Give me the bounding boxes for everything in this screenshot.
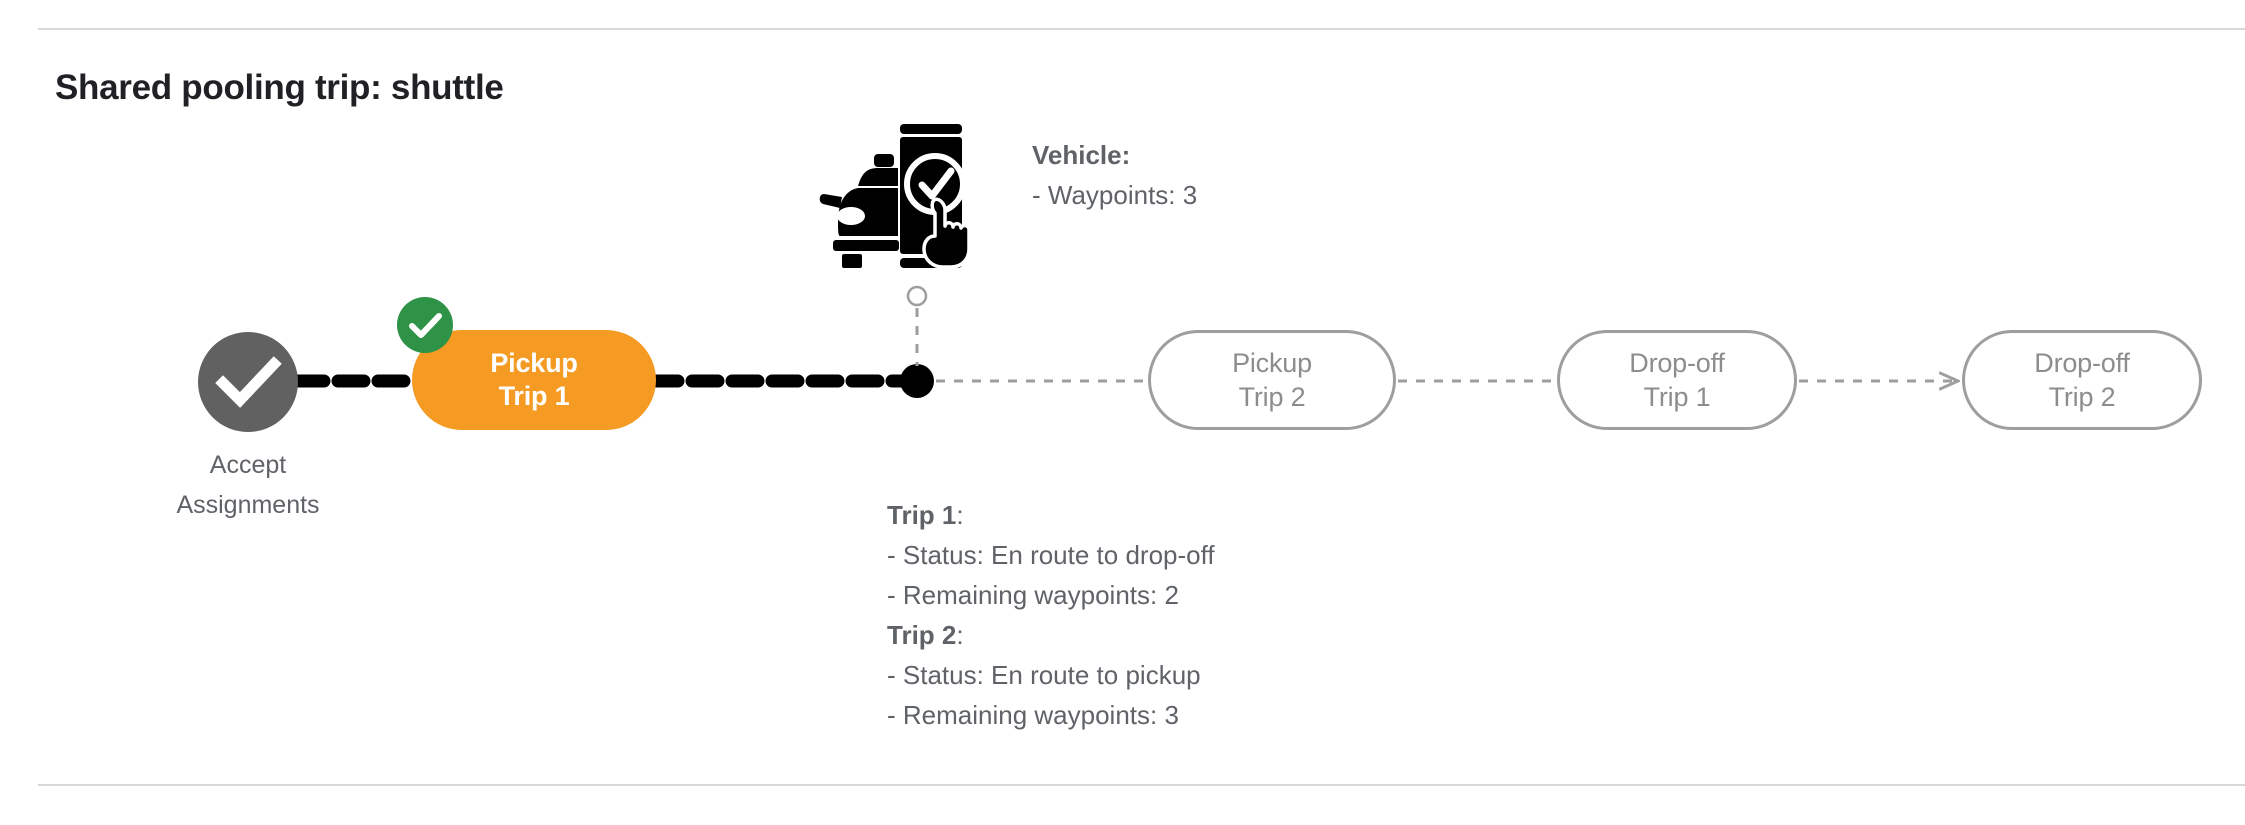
car-phone-check-icon xyxy=(819,124,970,269)
vehicle-position-dot xyxy=(900,364,934,398)
node-dropoff-trip-2-line2: Trip 2 xyxy=(2048,382,2116,412)
trip-2-waypoints-line: - Remaining waypoints: 3 xyxy=(887,700,1179,730)
divider-top xyxy=(38,28,2245,30)
trip-2-heading-colon: : xyxy=(956,620,964,650)
trip-1-status-line: - Status: En route to drop-off xyxy=(887,540,1215,570)
active-node-line1: Pickup xyxy=(490,348,578,378)
vehicle-info-heading-colon: : xyxy=(1121,140,1131,170)
node-accept-assignments[interactable] xyxy=(198,332,298,432)
node-dropoff-trip-1[interactable]: Drop-off Trip 1 xyxy=(1557,330,1797,430)
divider-bottom xyxy=(38,784,2245,786)
node-pickup-trip-1-active[interactable]: Pickup Trip 1 xyxy=(412,330,656,430)
node-dropoff-trip-2-line1: Drop-off xyxy=(2034,348,2130,378)
node-dropoff-trip-2[interactable]: Drop-off Trip 2 xyxy=(1962,330,2202,430)
accept-label-line1: Accept xyxy=(209,451,287,479)
node-dropoff-trip-1-line2: Trip 1 xyxy=(1643,382,1711,412)
check-badge-icon xyxy=(397,297,453,353)
page-title: Shared pooling trip: shuttle xyxy=(55,68,504,107)
vehicle-info-heading: Vehicle xyxy=(1032,140,1122,170)
trip-1-heading-row: Trip 1: xyxy=(887,495,1215,535)
trip-info-block: Trip 1: - Status: En route to drop-off -… xyxy=(887,495,1215,735)
trip-2-heading: Trip 2 xyxy=(887,620,957,650)
node-dropoff-trip-1-line1: Drop-off xyxy=(1629,348,1725,378)
trip-1-waypoints-line: - Remaining waypoints: 2 xyxy=(887,580,1179,610)
check-circle-filled-icon xyxy=(215,356,282,408)
accept-label-line2: Assignments xyxy=(176,491,320,519)
node-pickup-trip-2[interactable]: Pickup Trip 2 xyxy=(1148,330,1396,430)
vehicle-waypoints-line: - Waypoints: 3 xyxy=(1032,180,1198,210)
vehicle-info-heading-row: Vehicle: xyxy=(1032,135,1197,175)
vehicle-info-block: Vehicle: - Waypoints: 3 xyxy=(1032,135,1197,215)
vehicle-anchor-circle xyxy=(906,285,928,307)
trip-1-heading: Trip 1 xyxy=(887,500,957,530)
node-accept-assignments-label: Accept Assignments xyxy=(148,445,348,525)
trip-1-heading-colon: : xyxy=(956,500,964,530)
active-node-line2: Trip 1 xyxy=(498,381,570,411)
trip-2-status-line: - Status: En route to pickup xyxy=(887,660,1201,690)
node-pickup-trip-2-line2: Trip 2 xyxy=(1238,382,1306,412)
trip-2-heading-row: Trip 2: xyxy=(887,615,1215,655)
node-pickup-trip-2-line1: Pickup xyxy=(1232,348,1312,378)
